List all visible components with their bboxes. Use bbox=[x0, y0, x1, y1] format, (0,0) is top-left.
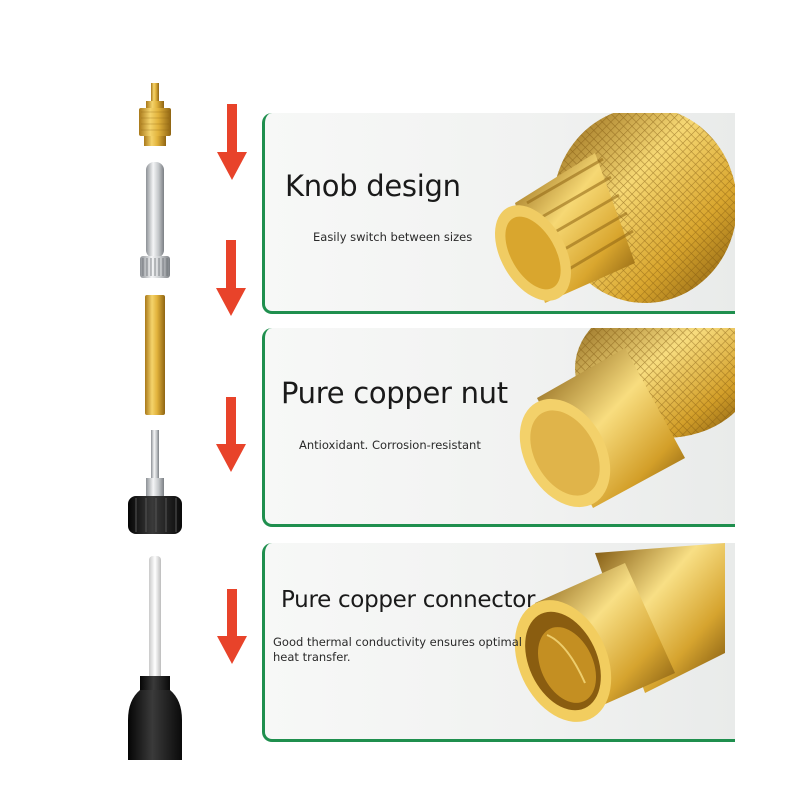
arrow-column bbox=[216, 104, 247, 664]
feature-description: Good thermal conductivity ensures optima… bbox=[273, 635, 522, 664]
feature-panel-nut: Pure copper nut Antioxidant. Corrosion-r… bbox=[262, 328, 735, 527]
steel-sleeve bbox=[140, 162, 170, 278]
heating-element-handle bbox=[128, 556, 182, 760]
feature-title: Pure copper nut bbox=[281, 376, 508, 410]
feature-title: Knob design bbox=[285, 169, 461, 203]
copper-nut-icon bbox=[519, 328, 735, 508]
copper-tube bbox=[145, 295, 165, 415]
exploded-parts-stack bbox=[128, 83, 182, 760]
brass-knob bbox=[139, 83, 171, 146]
feature-panel-knob: Knob design Easily switch between sizes bbox=[262, 113, 735, 314]
black-nut bbox=[128, 430, 182, 534]
feature-description: Antioxidant. Corrosion-resistant bbox=[299, 438, 481, 452]
knurled-knob-icon bbox=[495, 113, 735, 303]
feature-description: Easily switch between sizes bbox=[313, 230, 473, 244]
down-arrow-icon bbox=[217, 589, 247, 664]
copper-connector-icon bbox=[514, 543, 725, 722]
feature-title: Pure copper connector bbox=[281, 587, 536, 613]
down-arrow-icon bbox=[216, 397, 246, 472]
feature-panel-connector: Pure copper connector Good thermal condu… bbox=[262, 543, 735, 742]
down-arrow-icon bbox=[216, 240, 246, 316]
down-arrow-icon bbox=[217, 104, 247, 180]
